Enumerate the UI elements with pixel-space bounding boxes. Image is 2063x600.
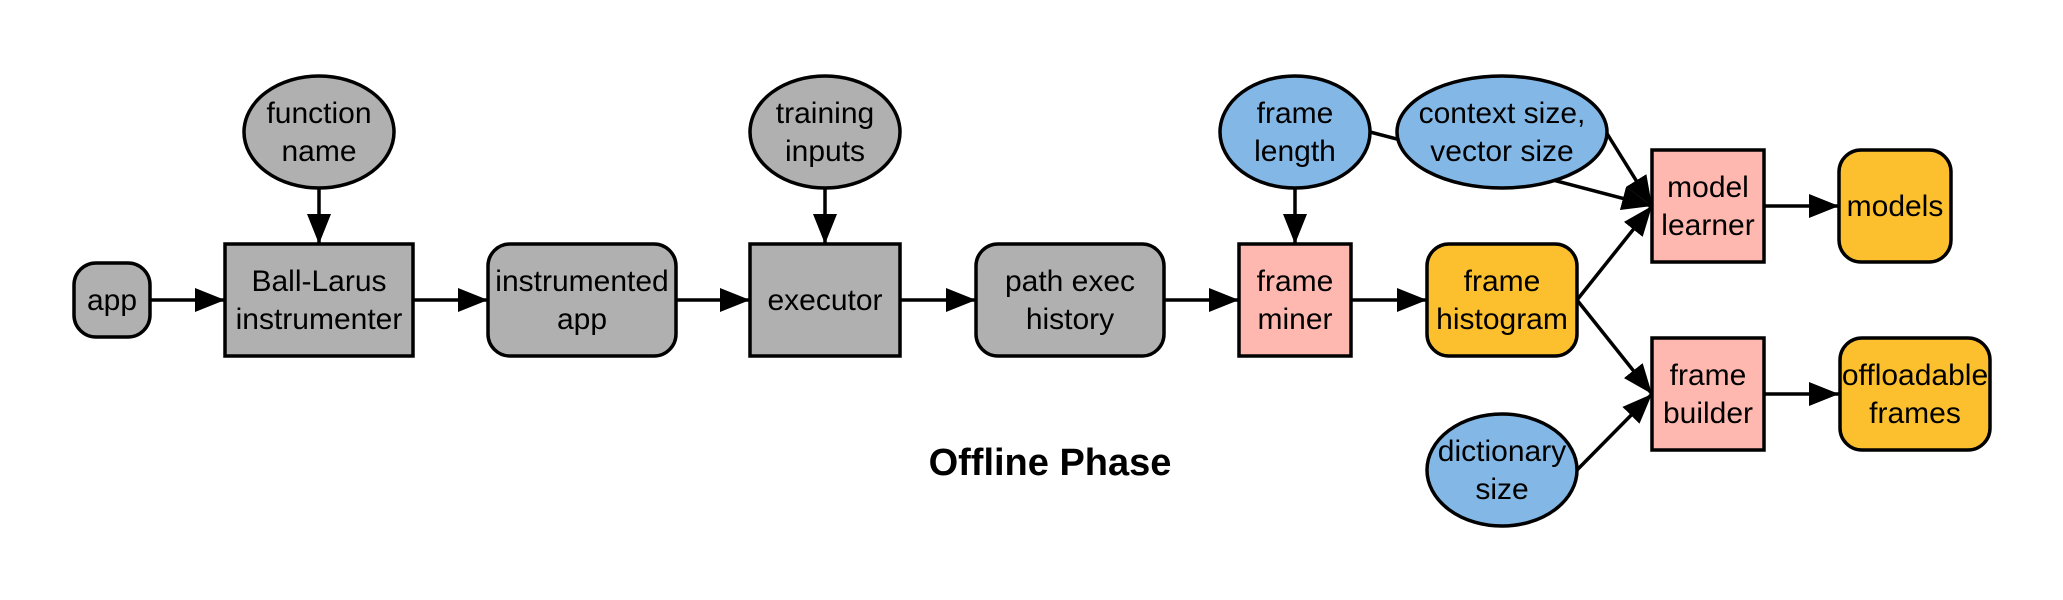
node-function-name: function name bbox=[242, 74, 396, 190]
node-offloadable-frames: offloadable frames bbox=[1838, 336, 1992, 452]
node-function-name-label-line: function bbox=[266, 97, 371, 130]
node-training-inputs-label-line: inputs bbox=[785, 135, 865, 168]
node-dictionary-size-label-line: dictionary bbox=[1438, 435, 1566, 468]
node-model-learner: model learner bbox=[1650, 148, 1766, 264]
node-frame-builder: frame builder bbox=[1650, 336, 1766, 452]
node-path-exec-history: path exec history bbox=[974, 242, 1166, 358]
node-context-size-shape bbox=[1395, 74, 1609, 190]
node-frame-histogram: frame histogram bbox=[1425, 242, 1579, 358]
edge-frame-histogram-to-frame-builder bbox=[1575, 298, 1654, 396]
node-frame-miner-label-line: frame bbox=[1257, 265, 1334, 298]
node-path-exec-history-label-line: path exec bbox=[1005, 265, 1135, 298]
node-frame-builder-label-line: builder bbox=[1663, 397, 1753, 430]
node-model-learner-label-line: model bbox=[1667, 171, 1749, 204]
node-function-name-shape bbox=[242, 74, 396, 190]
node-executor-shape bbox=[748, 242, 902, 358]
node-frame-histogram-shape bbox=[1425, 242, 1579, 358]
node-instrumented-app-label-line: app bbox=[557, 303, 607, 336]
node-executor: executor bbox=[748, 242, 902, 358]
node-path-exec-history-shape bbox=[974, 242, 1166, 358]
node-frame-builder-label-line: frame bbox=[1670, 359, 1747, 392]
edge-context-size-to-model-learner bbox=[1604, 131, 1654, 207]
edge-dictionary-size-to-frame-builder bbox=[1575, 392, 1654, 472]
node-frame-histogram-label-line: histogram bbox=[1436, 303, 1568, 336]
node-function-name-label-line: name bbox=[281, 135, 356, 168]
node-context-size-label-line: vector size bbox=[1430, 135, 1573, 168]
node-models: models bbox=[1837, 148, 1953, 264]
node-training-inputs-shape bbox=[748, 74, 902, 190]
node-offloadable-frames-label-line: frames bbox=[1869, 397, 1961, 430]
node-instrumented-app: instrumented app bbox=[486, 242, 678, 358]
node-training-inputs: training inputs bbox=[748, 74, 902, 190]
node-training-inputs-label-line: training bbox=[776, 97, 874, 130]
edges-layer bbox=[150, 130, 1839, 472]
node-frame-length: frame length bbox=[1218, 74, 1372, 190]
node-path-exec-history-label-line: history bbox=[1026, 303, 1114, 336]
node-frame-histogram-label-line: frame bbox=[1464, 265, 1541, 298]
node-dictionary-size-shape bbox=[1425, 412, 1579, 528]
node-model-learner-shape bbox=[1650, 148, 1766, 264]
node-frame-length-label-line: frame bbox=[1257, 97, 1334, 130]
node-frame-miner-label-line: miner bbox=[1257, 303, 1332, 336]
node-instrumented-app-label-line: instrumented bbox=[495, 265, 668, 298]
node-ball-larus-label-line: instrumenter bbox=[236, 303, 403, 336]
node-instrumented-app-shape bbox=[486, 242, 678, 358]
node-executor-label-line: executor bbox=[767, 284, 882, 317]
node-frame-length-shape bbox=[1218, 74, 1372, 190]
node-dictionary-size: dictionary size bbox=[1425, 412, 1579, 528]
edge-frame-histogram-to-model-learner bbox=[1575, 204, 1654, 302]
node-app: app bbox=[72, 261, 152, 339]
node-models-label-line: models bbox=[1847, 190, 1944, 223]
node-offloadable-frames-shape bbox=[1838, 336, 1992, 452]
node-ball-larus: Ball-Larus instrumenter bbox=[223, 242, 415, 358]
node-dictionary-size-label-line: size bbox=[1475, 473, 1528, 506]
diagram-title: Offline Phase bbox=[929, 442, 1172, 484]
node-frame-builder-shape bbox=[1650, 336, 1766, 452]
node-context-size: context size, vector size bbox=[1395, 74, 1609, 190]
node-app-shape bbox=[72, 261, 152, 339]
node-frame-miner-shape bbox=[1237, 242, 1353, 358]
node-app-label-line: app bbox=[87, 284, 137, 317]
node-model-learner-label-line: learner bbox=[1661, 209, 1754, 242]
node-ball-larus-shape bbox=[223, 242, 415, 358]
node-context-size-label-line: context size, bbox=[1419, 97, 1586, 130]
node-models-shape bbox=[1837, 148, 1953, 264]
node-frame-length-label-line: length bbox=[1254, 135, 1336, 168]
node-offloadable-frames-label-line: offloadable bbox=[1842, 359, 1988, 392]
node-frame-miner: frame miner bbox=[1237, 242, 1353, 358]
node-ball-larus-label-line: Ball-Larus bbox=[251, 265, 386, 298]
